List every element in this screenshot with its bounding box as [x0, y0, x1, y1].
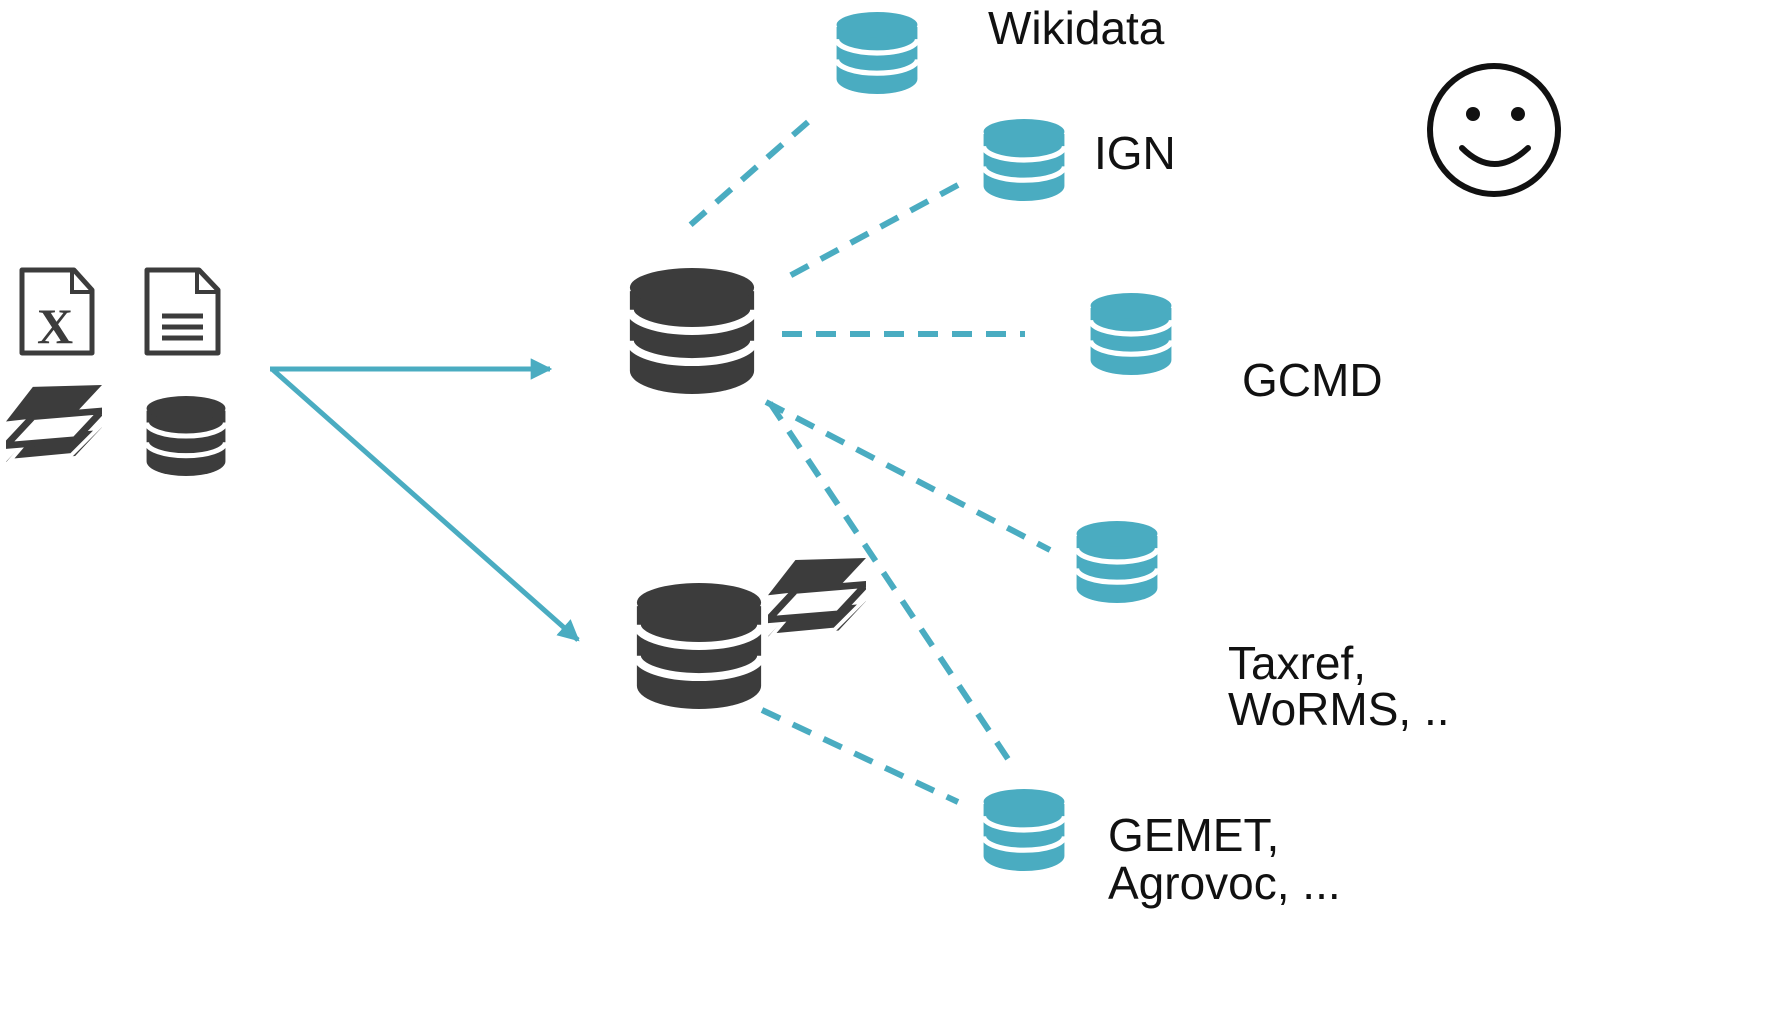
taxref-database-icon — [1077, 521, 1158, 603]
link-taxref — [764, 399, 1052, 553]
arrow-to-spatial-database — [270, 367, 580, 642]
link-wikidata — [686, 119, 810, 230]
link-hub-gemet — [767, 401, 1015, 767]
gcmd-database-icon — [1091, 293, 1172, 375]
spatial-database-icon — [637, 583, 761, 709]
excel-file-icon: X — [19, 267, 95, 356]
ign-database-icon — [984, 119, 1065, 201]
label-gemet: GEMET, — [1108, 809, 1280, 861]
link-spatial-gemet — [760, 707, 960, 805]
document-file-icon — [144, 267, 221, 356]
vocabulary-links — [686, 119, 1052, 805]
source-data: X — [6, 267, 226, 476]
label-worms: WoRMS, .. — [1228, 683, 1450, 735]
svg-text:X: X — [37, 298, 73, 354]
database-icon — [147, 396, 226, 476]
label-gcmd: GCMD — [1242, 354, 1383, 406]
wikidata-database-icon — [837, 12, 918, 94]
gemet-database-icon — [984, 789, 1065, 871]
spatial-layers-icon — [768, 558, 866, 636]
hub-database-icon — [630, 268, 754, 394]
label-wikidata: Wikidata — [988, 2, 1165, 54]
conversion-arrows — [270, 358, 580, 642]
link-ign — [780, 182, 960, 283]
label-agrovoc: Agrovoc, ... — [1108, 857, 1341, 909]
spatial-target — [637, 558, 866, 709]
label-taxref: Taxref, — [1228, 637, 1367, 689]
label-ign: IGN — [1094, 127, 1176, 179]
layers-icon — [6, 385, 102, 462]
smiley-face-icon — [1427, 63, 1561, 197]
